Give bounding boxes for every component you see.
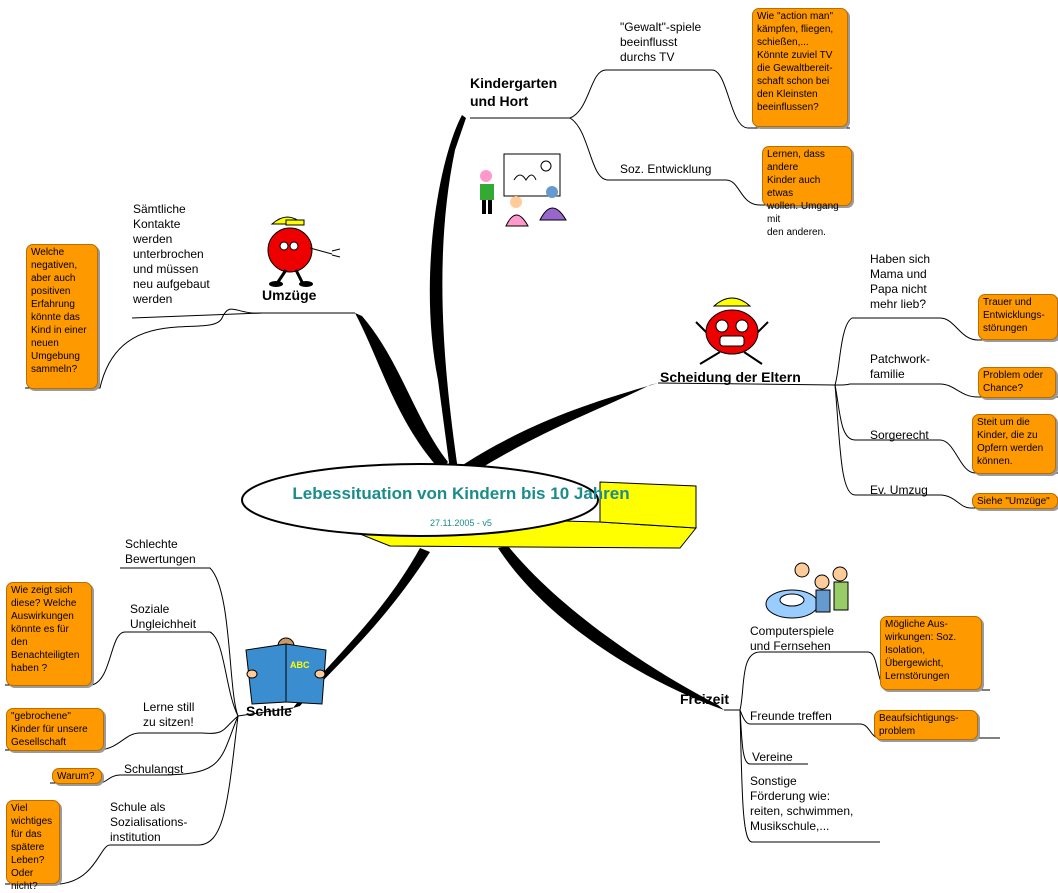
note-beaufsichtigung[interactable]: Beaufsichtigungs- problem [874, 710, 978, 740]
topic-sozialisation[interactable]: Schule als Sozialisations- institution [110, 800, 188, 844]
branch-scheidung[interactable]: Scheidung der Eltern [660, 369, 801, 385]
topic-schulangst[interactable]: Schulangst [124, 762, 184, 776]
note-gebrochene-kinder[interactable]: "gebrochene" Kinder für unsere Gesellsch… [6, 708, 104, 751]
topic-gewaltspiele[interactable]: "Gewalt"-spiele beeinflusst durchs TV [620, 20, 702, 64]
branch-freizeit[interactable]: Freizeit [680, 691, 730, 707]
note-erfahrung[interactable]: Welche negativen, aber auch positiven Er… [26, 244, 98, 389]
central-topic-title[interactable]: Lebessituation von Kindern bis 10 Jahren [292, 484, 630, 503]
topic-kontakte[interactable]: Sämtliche Kontakte werden unterbrochen u… [133, 202, 210, 306]
central-topic-shape [241, 463, 697, 549]
branch-schule[interactable]: Schule [246, 703, 292, 719]
topic-still-sitzen[interactable]: Lerne still zu sitzen! [143, 700, 195, 729]
note-problem-chance[interactable]: Problem oder Chance? [978, 367, 1056, 398]
note-lernen[interactable]: Lernen, dass andere Kinder auch etwas wo… [762, 146, 852, 238]
kids-drawing-icon [480, 153, 567, 227]
running-apple-icon [267, 216, 341, 287]
svg-text:ABC: ABC [290, 660, 310, 670]
topic-computerspiele[interactable]: Computerspiele und Fernsehen [750, 624, 835, 653]
topic-ev-umzug[interactable]: Ev. Umzug [870, 483, 928, 497]
topic-bewertungen[interactable]: Schlechte Bewertungen [125, 537, 196, 566]
central-topic-date: 27.11.2005 - v5 [430, 518, 492, 528]
note-streit[interactable]: Steit um die Kinder, die zu Opfern werde… [972, 414, 1056, 474]
topic-mama-papa[interactable]: Haben sich Mama und Papa nicht mehr lieb… [870, 252, 931, 311]
topic-freunde[interactable]: Freunde treffen [750, 709, 832, 723]
note-auswirkungen[interactable]: Mögliche Aus- wirkungen: Soz. Isolation,… [880, 616, 982, 690]
note-siehe-umzuege[interactable]: Siehe "Umzüge" [972, 493, 1058, 509]
topic-soz-entwicklung[interactable]: Soz. Entwicklung [620, 162, 712, 176]
branch-umzuege[interactable]: Umzüge [262, 287, 317, 303]
topic-patchwork[interactable]: Patchwork- familie [870, 352, 931, 381]
kids-computer-icon [765, 562, 849, 619]
note-benachteiligte[interactable]: Wie zeigt sich diese? Welche Auswirkunge… [6, 582, 92, 686]
note-trauer[interactable]: Trauer und Entwicklungs- störungen [978, 294, 1058, 340]
branch-kindergarten[interactable]: Kindergarten und Hort [470, 75, 558, 109]
topic-vereine[interactable]: Vereine [752, 750, 793, 764]
note-action-man[interactable]: Wie "action man" kämpfen, fliegen, schie… [752, 8, 848, 127]
topic-ungleichheit[interactable]: Soziale Ungleichheit [130, 602, 197, 631]
note-warum[interactable]: Warum? [52, 768, 102, 784]
topic-sonstige[interactable]: Sonstige Förderung wie: reiten, schwimme… [750, 774, 854, 833]
topic-sorgerecht[interactable]: Sorgerecht [870, 428, 929, 442]
crying-figure-icon [695, 297, 769, 365]
note-viel-wichtiges[interactable]: Viel wichtiges für das spätere Leben? Od… [6, 800, 60, 892]
reading-book-icon: ABC [245, 637, 327, 705]
